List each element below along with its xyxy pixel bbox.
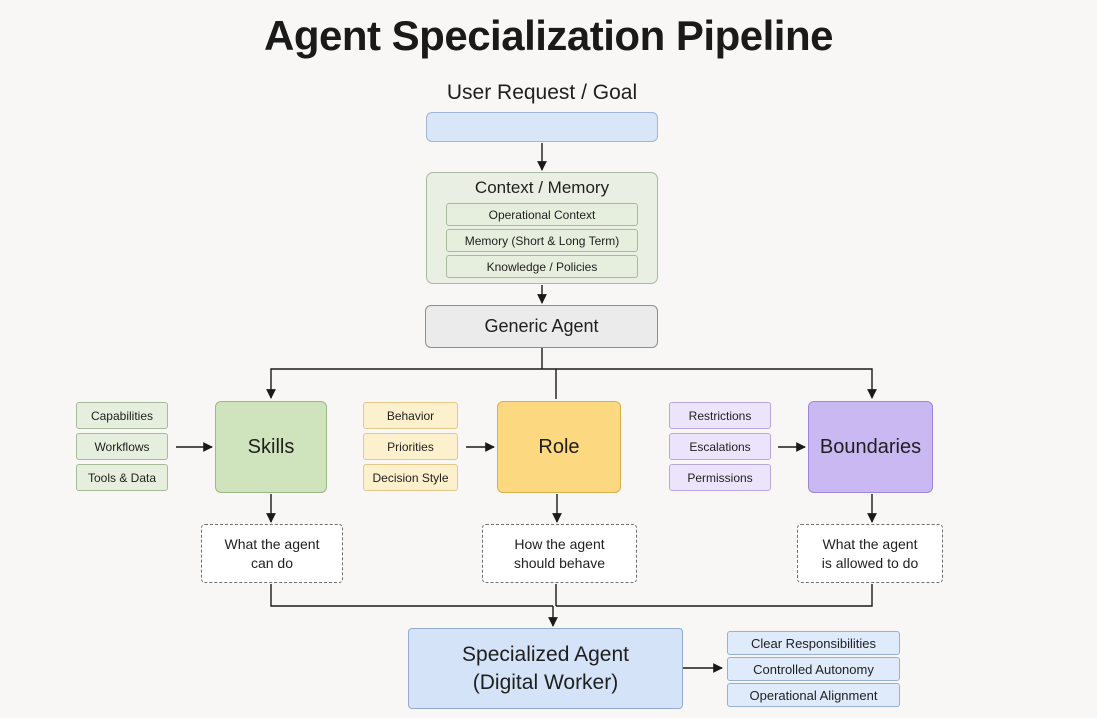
- input-box: [426, 112, 658, 142]
- specialized-agent-box: Specialized Agent (Digital Worker): [408, 628, 683, 709]
- outcome-operational-alignment: Operational Alignment: [727, 683, 900, 707]
- generic-agent-box: Generic Agent: [425, 305, 658, 348]
- boundaries-input-escalations: Escalations: [669, 433, 771, 460]
- arrow-to-skills: [266, 368, 542, 399]
- skills-outcome: What the agent can do: [201, 524, 343, 583]
- context-item-knowledge: Knowledge / Policies: [446, 255, 638, 278]
- outcome-clear-responsibilities: Clear Responsibilities: [727, 631, 900, 655]
- arrow-to-boundaries: [542, 368, 877, 399]
- skills-box: Skills: [215, 401, 327, 493]
- role-input-behavior: Behavior: [363, 402, 458, 429]
- page-title: Agent Specialization Pipeline: [264, 12, 833, 59]
- role-input-decision-style: Decision Style: [363, 464, 458, 491]
- role-outcome: How the agent should behave: [482, 524, 637, 583]
- context-item-memory: Memory (Short & Long Term): [446, 229, 638, 252]
- merge-right: [556, 584, 873, 607]
- role-box: Role: [497, 401, 621, 493]
- boundaries-outcome: What the agent is allowed to do: [797, 524, 943, 583]
- boundaries-box: Boundaries: [808, 401, 933, 493]
- skills-input-capabilities: Capabilities: [76, 402, 168, 429]
- role-input-priorities: Priorities: [363, 433, 458, 460]
- input-label: User Request / Goal: [446, 81, 638, 104]
- skills-input-workflows: Workflows: [76, 433, 168, 460]
- skills-input-tools: Tools & Data: [76, 464, 168, 491]
- boundaries-input-permissions: Permissions: [669, 464, 771, 491]
- context-title: Context / Memory: [474, 178, 610, 197]
- merge-left: [270, 584, 553, 607]
- context-item-operational: Operational Context: [446, 203, 638, 226]
- boundaries-input-restrictions: Restrictions: [669, 402, 771, 429]
- outcome-controlled-autonomy: Controlled Autonomy: [727, 657, 900, 681]
